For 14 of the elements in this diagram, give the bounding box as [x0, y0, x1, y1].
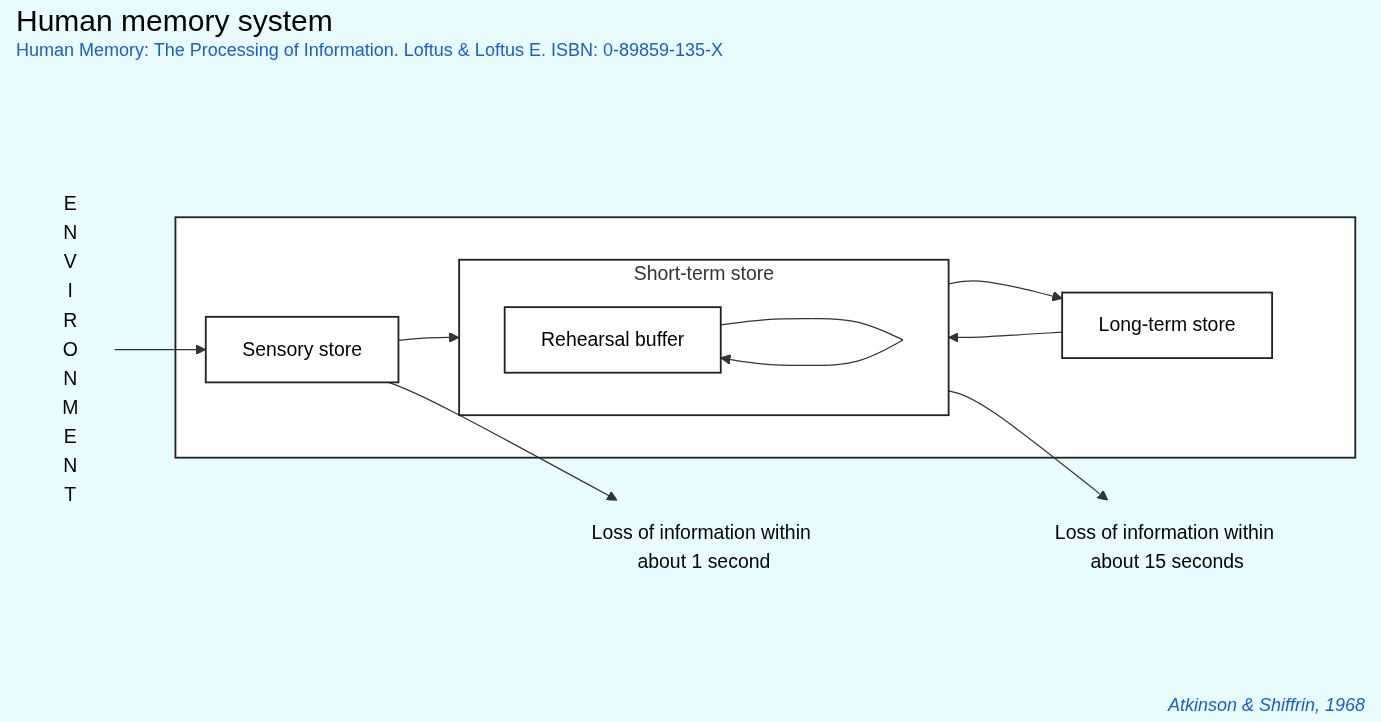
arrow: [388, 381, 618, 501]
source-citation: Human Memory: The Processing of Information. Loftus & Loftus E. ISBN: 0-89859-135-X: [16, 40, 724, 61]
arrow: [948, 390, 1109, 501]
node-text: Loss of information within about 1 second: [591, 522, 811, 572]
node-text: Loss of information within about 15 seconds: [1054, 522, 1274, 572]
node-box: Sensory store: [204, 315, 400, 384]
title: Human memory system: [16, 4, 334, 38]
arrow: [948, 331, 1063, 343]
arrow: [948, 280, 1063, 302]
node-text: ENVIRONMENT: [62, 193, 79, 505]
node-box: Long-term store: [1061, 291, 1273, 359]
reference-note: Atkinson & Shiffrin, 1968: [1167, 695, 1365, 716]
cluster: [174, 216, 1357, 459]
node-box: Rehearsal buffer: [503, 306, 722, 374]
